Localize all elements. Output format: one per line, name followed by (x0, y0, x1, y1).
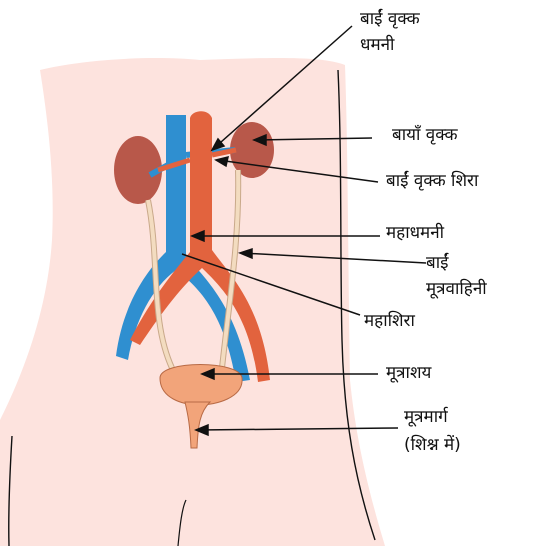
label-left-ureter-2: मूत्रवाहिनी (426, 278, 487, 300)
label-left-renal-vein: बाईं वृक्क शिरा (386, 170, 478, 192)
left-kidney-shape (230, 122, 274, 178)
label-aorta: महाधमनी (386, 222, 444, 244)
label-vena-cava: महाशिरा (364, 310, 415, 332)
label-left-kidney: बायाँ वृक्क (392, 124, 458, 146)
label-left-renal-artery-1: बाईं वृक्क (360, 8, 420, 30)
label-urethra-1: मूत्रमार्ग (404, 406, 448, 428)
label-left-renal-artery-2: धमनी (360, 34, 394, 56)
label-left-ureter-1: बाईं (426, 252, 448, 274)
label-bladder: मूत्राशय (386, 362, 431, 384)
label-urethra-2: (शिश्न में) (404, 434, 461, 456)
